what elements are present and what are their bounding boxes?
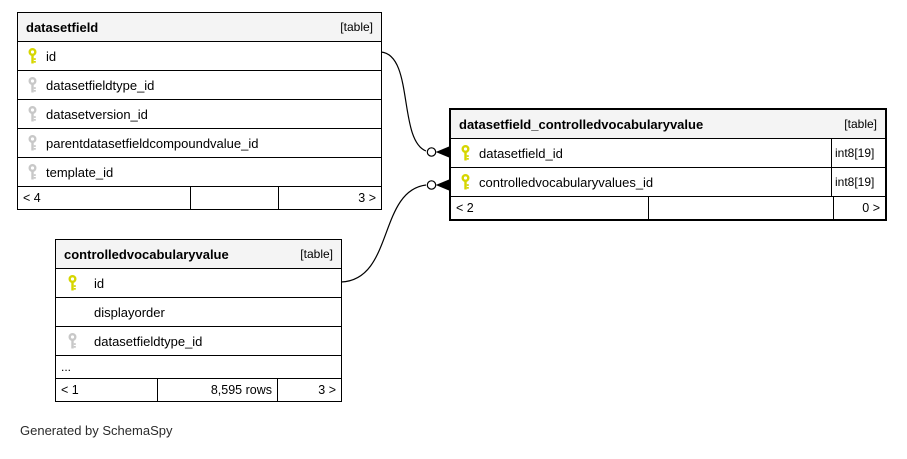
generated-by-caption: Generated by SchemaSpy	[20, 423, 173, 438]
column-row-datasetfield-id: datasetfield_id int8[19]	[451, 139, 885, 168]
relationship-datasetfield-to-junction	[380, 51, 449, 158]
foreign-key-icon	[26, 77, 38, 93]
table-header: datasetfield [table]	[18, 13, 381, 42]
table-title: datasetfield	[26, 19, 99, 35]
column-name: datasetfieldtype_id	[94, 333, 203, 349]
column-name: datasetversion_id	[46, 106, 148, 122]
pager-next: 3 >	[358, 191, 376, 205]
table-header: controlledvocabularyvalue [table]	[56, 240, 341, 269]
primary-key-icon	[66, 275, 78, 291]
zero-or-one-circle	[426, 180, 437, 190]
column-name: parentdatasetfieldcompoundvalue_id	[46, 135, 259, 151]
table-pager: < 1 8,595 rows 3 >	[56, 379, 341, 401]
ellipsis-row: ...	[56, 356, 341, 379]
column-row-id: id	[18, 42, 381, 71]
column-name: controlledvocabularyvalues_id	[479, 174, 654, 190]
arrowhead-icon	[435, 179, 449, 191]
pager-middle	[649, 197, 834, 219]
column-row: template_id	[18, 158, 381, 187]
column-row: datasetversion_id	[18, 100, 381, 129]
column-row: datasetfieldtype_id	[18, 71, 381, 100]
pager-prev: < 4	[18, 187, 191, 209]
table-datasetfield[interactable]: datasetfield [table] id datasetfieldtype…	[17, 12, 382, 210]
table-badge: [table]	[844, 117, 877, 131]
primary-key-icon	[459, 174, 471, 190]
foreign-key-icon	[26, 164, 38, 180]
pager-prev: < 2	[451, 197, 649, 219]
pager-next: 3 >	[318, 383, 336, 397]
column-type: int8[19]	[831, 139, 885, 167]
column-type: int8[19]	[831, 168, 885, 196]
pager-next: 0 >	[862, 201, 880, 215]
primary-key-icon	[26, 48, 38, 64]
pager-middle	[191, 187, 279, 209]
table-title: controlledvocabularyvalue	[64, 246, 229, 262]
pager-prev: < 1	[56, 379, 158, 401]
column-row: datasetfieldtype_id	[56, 327, 341, 356]
table-pager: < 4 3 >	[18, 187, 381, 209]
table-pager: < 2 0 >	[451, 197, 885, 219]
foreign-key-icon	[66, 333, 78, 349]
column-name: id	[46, 48, 57, 64]
column-name: template_id	[46, 164, 114, 180]
column-name: id	[94, 275, 105, 291]
arrowhead-icon	[435, 146, 449, 158]
column-row-controlledvocabularyvalues-id: controlledvocabularyvalues_id int8[19]	[451, 168, 885, 197]
foreign-key-icon	[26, 135, 38, 151]
table-datasetfield-controlledvocabularyvalue[interactable]: datasetfield_controlledvocabularyvalue […	[449, 108, 887, 221]
primary-key-icon	[459, 145, 471, 161]
table-header: datasetfield_controlledvocabularyvalue […	[451, 110, 885, 139]
column-name: datasetfieldtype_id	[46, 77, 155, 93]
table-controlledvocabularyvalue[interactable]: controlledvocabularyvalue [table] id dis…	[55, 239, 342, 402]
row-count: 8,595 rows	[158, 379, 278, 401]
column-name: displayorder	[94, 304, 165, 320]
column-row-id: id	[56, 269, 341, 298]
table-badge: [table]	[300, 247, 333, 261]
table-title: datasetfield_controlledvocabularyvalue	[459, 116, 704, 132]
foreign-key-icon	[26, 106, 38, 122]
column-row: parentdatasetfieldcompoundvalue_id	[18, 129, 381, 158]
column-name: datasetfield_id	[479, 145, 563, 161]
column-row: displayorder	[56, 298, 341, 327]
zero-or-one-circle	[426, 147, 437, 157]
table-badge: [table]	[340, 20, 373, 34]
